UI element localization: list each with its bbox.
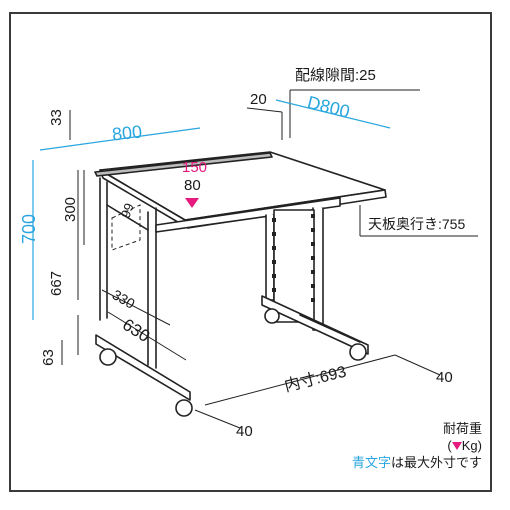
legend-note: 青文字は最大外寸です (352, 454, 482, 471)
dim-line-d800 (275, 99, 391, 129)
legend-unit: Kg) (461, 438, 482, 453)
label-height-700: 700 (19, 213, 40, 245)
right-foot (261, 295, 369, 355)
label-top-capacity: 150 (182, 159, 208, 176)
caster-front-left (99, 348, 117, 366)
label-shelf-capacity: 80 (184, 177, 201, 194)
hidden-rear-bracket (111, 204, 141, 251)
legend-blue-text: 青文字 (351, 455, 391, 470)
dim-line-foot-left (194, 409, 241, 429)
right-foot-inner (299, 314, 361, 343)
load-triangle-icon (451, 442, 462, 450)
legend-paren-open: ( (447, 438, 452, 453)
label-top-thickness: 33 (47, 109, 65, 126)
caster-rear-right (349, 343, 367, 361)
legend: 耐荷重 ( Kg) 青文字は最大外寸です (352, 420, 482, 471)
label-caster-height: 63 (39, 349, 57, 366)
front-bar (155, 197, 341, 233)
legend-title: 耐荷重 (442, 421, 482, 436)
dim-line-330 (101, 289, 171, 326)
cable-slot (94, 152, 273, 177)
label-front-bar-height: 300 (62, 196, 80, 223)
dim-line-foot-right (394, 354, 441, 376)
label-top-depth: 天板奥行き:755 (368, 216, 466, 232)
label-foot-left: 40 (236, 423, 253, 440)
label-cable-gap-value: 20 (250, 91, 267, 108)
legend-load-unit: ( Kg) (352, 437, 482, 454)
load-marker (185, 198, 199, 208)
desk-top-surface (99, 151, 386, 221)
dim-line-800 (39, 127, 201, 151)
left-crossbar (106, 204, 149, 231)
legend-note-text: は最大外寸です (390, 455, 482, 470)
label-foot-right: 40 (436, 369, 453, 386)
left-foot (95, 334, 191, 401)
diagram-frame (9, 12, 492, 492)
left-rear-leg (99, 177, 108, 321)
panel-holes (272, 214, 315, 302)
caster-rear-left (264, 308, 280, 324)
label-cable-gap: 配線隙間:25 (295, 67, 376, 84)
dim-line-inner (204, 354, 396, 406)
caster-front-right (175, 399, 193, 417)
dim-line-630 (107, 311, 187, 361)
label-width-800: 800 (111, 121, 144, 145)
right-panel (273, 209, 315, 323)
label-under-height: 667 (48, 270, 66, 297)
left-front-leg (147, 207, 157, 369)
